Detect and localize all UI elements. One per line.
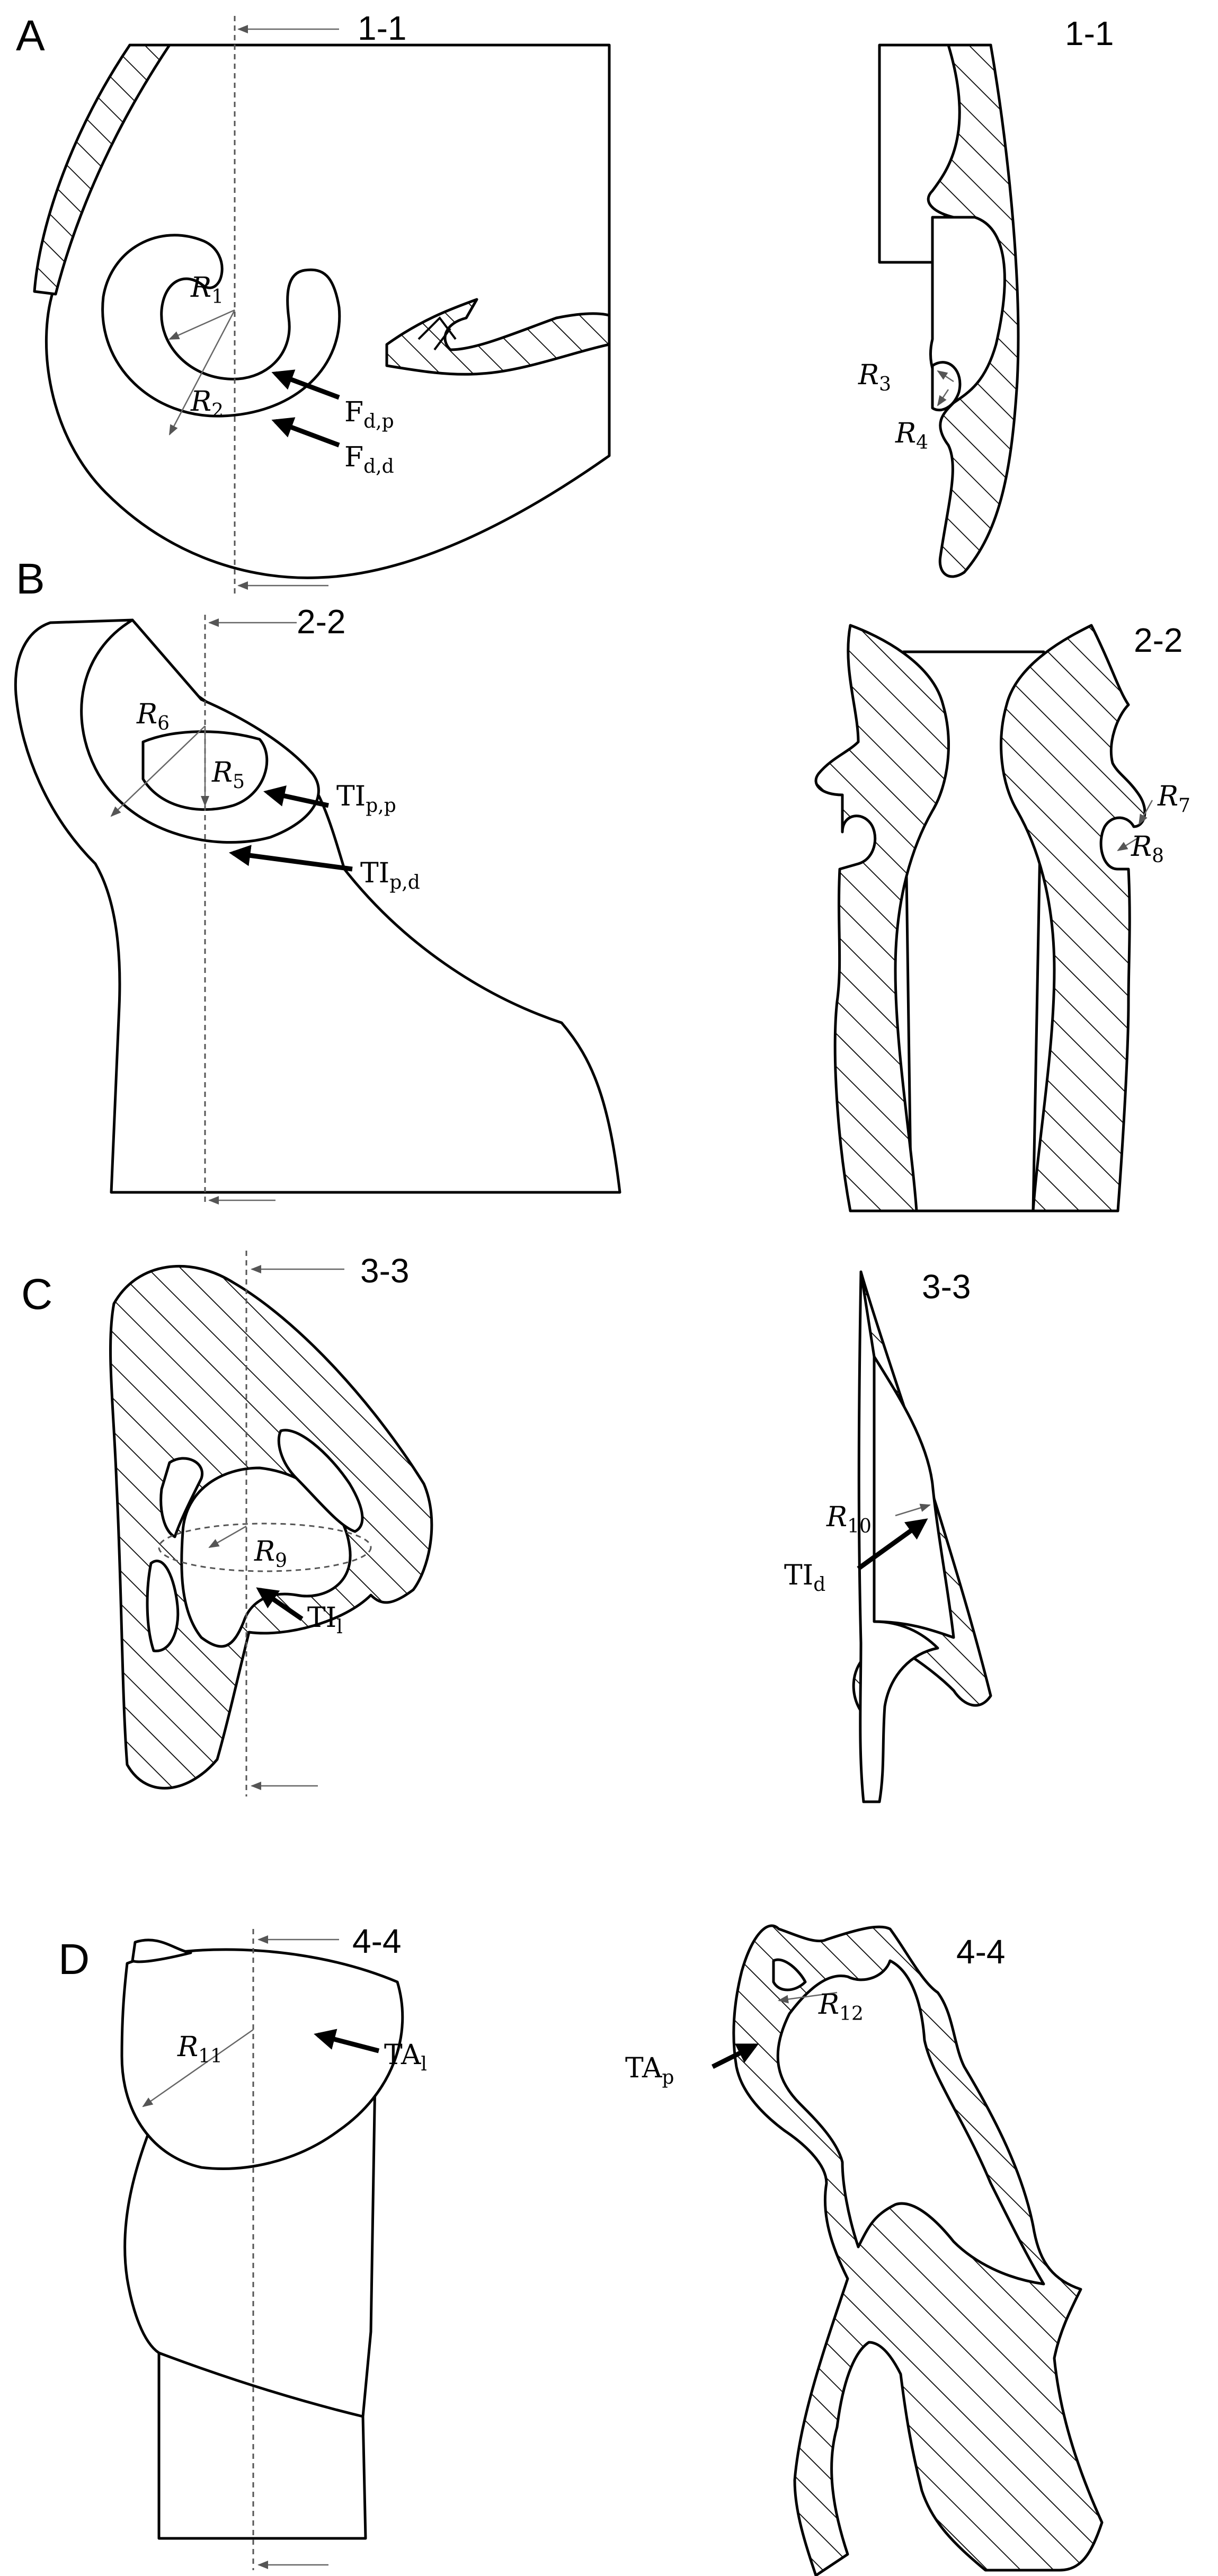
arrow-til [256, 1587, 304, 1621]
panel-letter-a: A [16, 12, 45, 60]
panel-c-left-drawing: 3-3 R9 TIl [109, 1251, 433, 1796]
panel-a: A 1-1 R1 R2 Fd,p Fd,d [16, 9, 1114, 594]
panel-a-left-drawing: 1-1 R1 R2 Fd,p Fd,d [33, 9, 611, 594]
panel-b-left-drawing: 2-2 R6 R5 TIp,p TIp,d [14, 603, 621, 1205]
radius-d-neck-left [158, 2351, 363, 2418]
label-r5: R5 [211, 757, 245, 793]
radius-r12-line [778, 1991, 838, 2004]
label-r7: R7 [1157, 781, 1190, 817]
panel-d: D 4-4 R11 TAl 4-4 R12 TAp [58, 1922, 1104, 2576]
slot-c-upper-left [159, 1457, 204, 1538]
capitulum-notch [417, 316, 457, 351]
panel-letter-c: C [21, 1270, 52, 1318]
section-4-4-lumen [776, 1959, 1045, 2286]
section-label-c-right: 3-3 [922, 1268, 971, 1306]
panel-b-right-drawing: 2-2 R7 R8 [814, 621, 1190, 1212]
arrow-tid [857, 1518, 928, 1571]
panel-letter-b: B [16, 555, 45, 603]
section-3-3-lumen [873, 1355, 955, 1639]
label-r4: R4 [895, 418, 928, 454]
label-tipp: TIp,p [336, 781, 396, 817]
panel-d-left-drawing: 4-4 R11 TAl [120, 1922, 427, 2570]
section-label-a-left: 1-1 [358, 9, 407, 47]
label-r2: R2 [190, 386, 224, 422]
section-label-c-left: 3-3 [360, 1252, 410, 1290]
label-r11: R11 [177, 2031, 223, 2067]
panel-b: B 2-2 R6 R5 TIp,p TIp,d 2-2 R7 [14, 555, 1190, 1212]
trochlear-notch-c [180, 1466, 352, 1648]
cortex-hatch-left [33, 43, 171, 296]
arrow-tal [314, 2029, 380, 2053]
section-3-3-spine [857, 1270, 939, 1803]
arrow-fdd [271, 417, 340, 448]
radius-r2-line [168, 309, 236, 436]
panel-c-right-drawing: 3-3 R10 TId [784, 1268, 992, 1803]
panel-letter-d: D [58, 1935, 90, 1984]
section-label-d-left: 4-4 [352, 1922, 402, 1960]
arrow-tipd [228, 845, 353, 872]
label-r8: R8 [1131, 831, 1164, 867]
radius-head-d-cap [131, 1938, 192, 1963]
section-label-b-right: 2-2 [1134, 621, 1183, 659]
arrow-tipp [263, 785, 329, 808]
panel-d-right-drawing: 4-4 R12 TAp [625, 1924, 1104, 2576]
radius-r4-line [937, 389, 949, 406]
radius-r1-line [168, 309, 235, 340]
section-label-d-right: 4-4 [956, 1933, 1006, 1971]
section-2-2-left-wall [814, 624, 950, 1212]
radius-r6-line [110, 725, 206, 817]
panel-a-right-drawing: 1-1 R3 R4 [858, 14, 1114, 578]
slot-c-upper-right [277, 1429, 364, 1533]
radius-r11-line [142, 2029, 254, 2108]
radius-head-d [120, 1948, 404, 2170]
panel-c: C 3-3 R9 TIl 3-3 R10 TId [21, 1251, 992, 1803]
label-r3: R3 [858, 359, 891, 395]
coronoid-ellipse [158, 1522, 372, 1572]
slot-c-lower-left [146, 1560, 180, 1652]
label-tipd: TIp,d [360, 857, 420, 893]
label-r12: R12 [818, 1989, 864, 2025]
capitulum-hatch [385, 298, 611, 376]
radius-r7-line [1138, 800, 1153, 825]
label-tap: TAp [625, 2052, 674, 2088]
label-tal: TAl [384, 2039, 427, 2075]
label-r10: R10 [826, 1501, 872, 1537]
radius-r8-line [1117, 836, 1140, 852]
radius-r9-line [208, 1525, 247, 1548]
radius-r3-line [937, 370, 954, 383]
label-r6: R6 [136, 698, 170, 734]
arrow-tap [711, 2043, 759, 2069]
label-fdp: Fd,p [344, 396, 394, 432]
label-tid: TId [784, 1560, 825, 1596]
section-2-2-right-wall [1000, 624, 1146, 1212]
label-fdd: Fd,d [344, 441, 394, 477]
section-4-4-cup [772, 1958, 807, 1991]
label-r9: R9 [254, 1536, 287, 1572]
radius-r10-line [895, 1503, 931, 1517]
section-label-b-left: 2-2 [297, 603, 346, 641]
label-r1: R1 [190, 272, 224, 308]
label-til: TIl [307, 1602, 343, 1638]
section-label-a-right: 1-1 [1065, 14, 1114, 52]
arrow-fdp [271, 369, 340, 400]
